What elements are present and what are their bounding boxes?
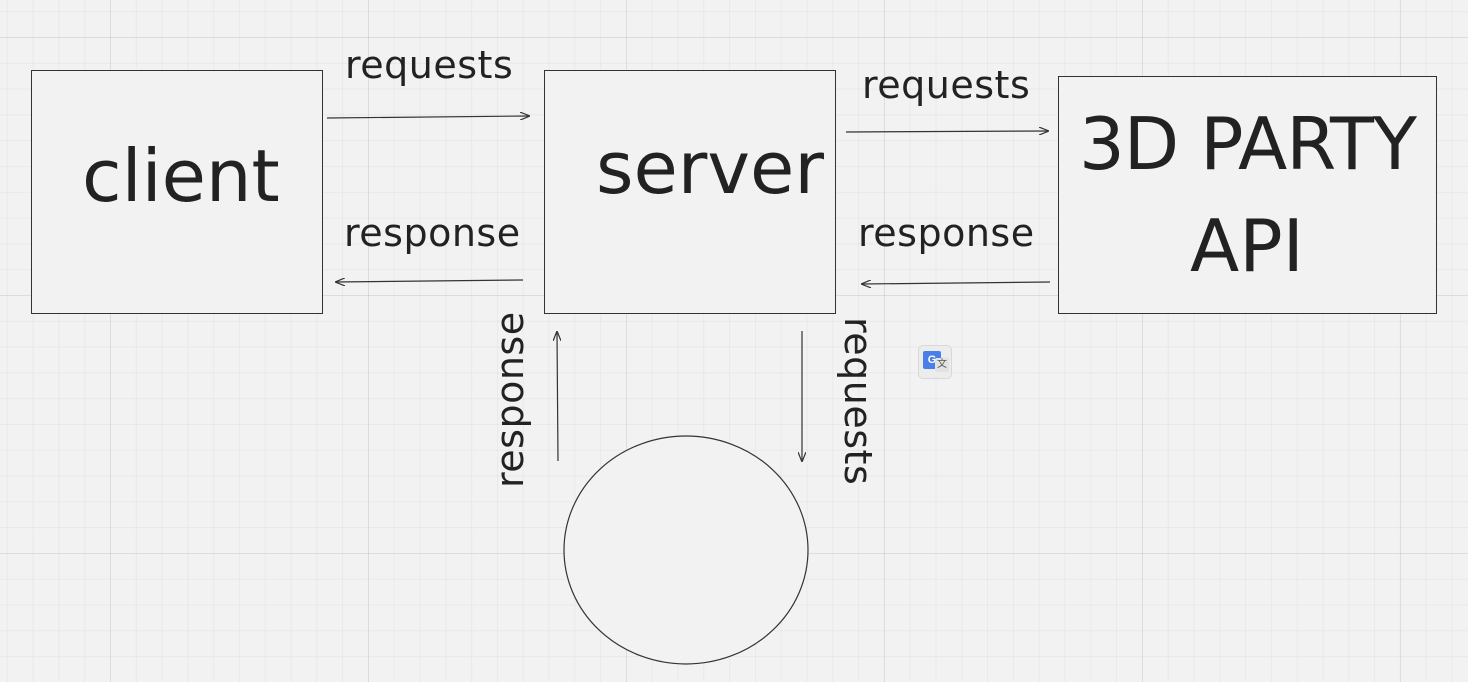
label-server-to-api: requests xyxy=(862,63,1031,107)
client-node[interactable] xyxy=(31,70,323,314)
api-label-line2: API xyxy=(1190,204,1304,288)
label-client-to-server: requests xyxy=(345,43,514,87)
client-label: client xyxy=(82,134,280,218)
arrow-circle-to-server[interactable] xyxy=(557,332,558,462)
api-label-line1: 3D PARTY xyxy=(1079,102,1417,186)
arrow-api-to-server[interactable] xyxy=(862,282,1051,284)
server-node[interactable] xyxy=(544,70,836,314)
label-server-to-circle: requests xyxy=(836,317,880,486)
arrow-server-to-api[interactable] xyxy=(845,131,1048,132)
label-api-to-server: response xyxy=(858,211,1035,255)
third-party-api-node[interactable] xyxy=(1058,76,1437,314)
label-circle-to-server: response xyxy=(488,311,532,488)
translate-script-glyph: 文 xyxy=(935,358,949,372)
google-translate-icon[interactable]: G 文 xyxy=(919,346,951,378)
label-server-to-client: response xyxy=(344,211,521,255)
server-label: server xyxy=(596,126,824,210)
circle-node[interactable] xyxy=(563,435,809,665)
arrow-client-to-server[interactable] xyxy=(326,116,529,118)
arrow-server-to-client[interactable] xyxy=(336,280,524,282)
